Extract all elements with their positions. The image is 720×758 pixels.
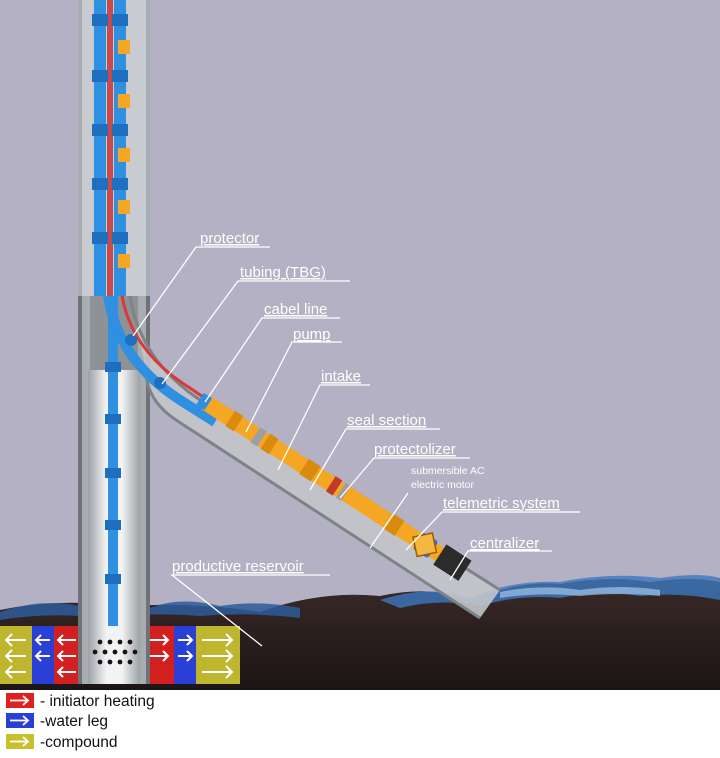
label-centralizer: centralizer <box>470 535 539 552</box>
label-seal-section: seal section <box>347 412 426 429</box>
label-tubing: tubing (TBG) <box>240 264 326 281</box>
label-protector: protector <box>200 230 259 247</box>
lower-vertical-tubing <box>105 296 121 626</box>
label-pump: pump <box>293 326 331 343</box>
label-motor-line2: electric motor <box>411 479 475 491</box>
label-motor-line1: submersible AC <box>411 465 485 477</box>
legend-text-heating: - initiator heating <box>40 693 155 710</box>
legend-item-water: -water leg <box>6 713 108 730</box>
legend: - initiator heating -water leg -compound <box>0 690 720 758</box>
legend-text-compound: -compound <box>40 734 118 751</box>
label-intake: intake <box>321 368 361 385</box>
label-cable-line: cabel line <box>264 301 327 318</box>
reservoir-flow-bands <box>0 626 240 684</box>
legend-item-compound: -compound <box>6 734 118 751</box>
label-reservoir: productive reservoir <box>172 558 304 575</box>
pump-assembly <box>196 392 472 581</box>
legend-text-water: -water leg <box>40 713 108 730</box>
label-leaders <box>132 246 580 647</box>
deviated-tubing <box>103 295 223 427</box>
legend-item-heating: - initiator heating <box>6 693 155 710</box>
label-protectolizer: protectolizer <box>374 441 456 458</box>
upper-tubing <box>92 0 130 296</box>
label-telemetric: telemetric system <box>443 495 560 512</box>
